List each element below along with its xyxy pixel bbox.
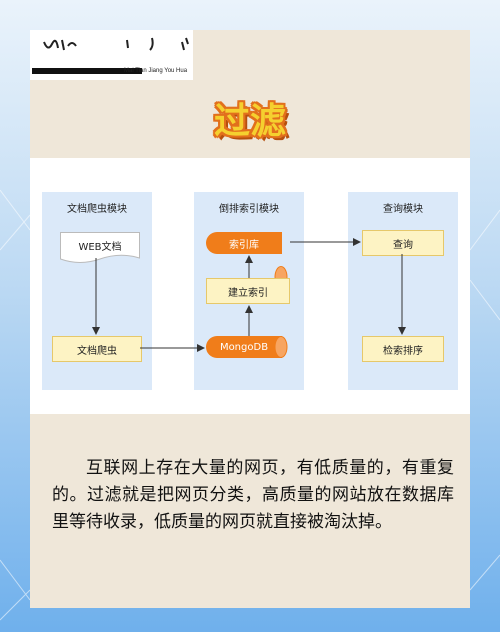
node-sort: 检索排序 xyxy=(362,336,444,362)
node-crawler: 文档爬虫 xyxy=(52,336,142,362)
panel-title-crawler: 文档爬虫模块 xyxy=(67,204,127,215)
logo-subtitle: Mai Tian Jiang You Hua xyxy=(124,68,188,74)
flow-diagram: 文档爬虫模块 WEB文档 文档爬虫 倒排索引模块 索引库 建立索引 MongoD… xyxy=(30,158,470,414)
node-build-index: 建立索引 xyxy=(206,278,290,304)
node-index-db: 索引库 xyxy=(206,232,282,254)
page-title: 过滤 xyxy=(213,101,286,142)
node-mongodb: MongoDB xyxy=(206,336,282,358)
panel-index: 倒排索引模块 索引库 建立索引 MongoDB xyxy=(194,192,304,390)
panel-title-query: 查询模块 xyxy=(383,204,423,215)
node-web-document: WEB文档 xyxy=(60,232,140,263)
flow-arrows xyxy=(92,238,406,352)
node-query: 查询 xyxy=(362,230,444,256)
logo: Mai Tian Jiang You Hua xyxy=(30,30,193,80)
body-paragraph: 互联网上存在大量的网页，有低质量的，有重复的。过滤就是把网页分类，高质量的网站放… xyxy=(52,458,454,532)
panel-title-index: 倒排索引模块 xyxy=(219,204,279,215)
node-label-web-document: WEB文档 xyxy=(78,242,122,253)
document-shape xyxy=(60,232,140,263)
panel-crawler: 文档爬虫模块 WEB文档 文档爬虫 xyxy=(42,192,152,390)
logo-signature xyxy=(43,37,189,51)
panel-query: 查询模块 查询 检索排序 xyxy=(348,192,458,390)
logo-bar xyxy=(32,68,142,74)
cylinder-cap-mongodb xyxy=(274,336,288,358)
